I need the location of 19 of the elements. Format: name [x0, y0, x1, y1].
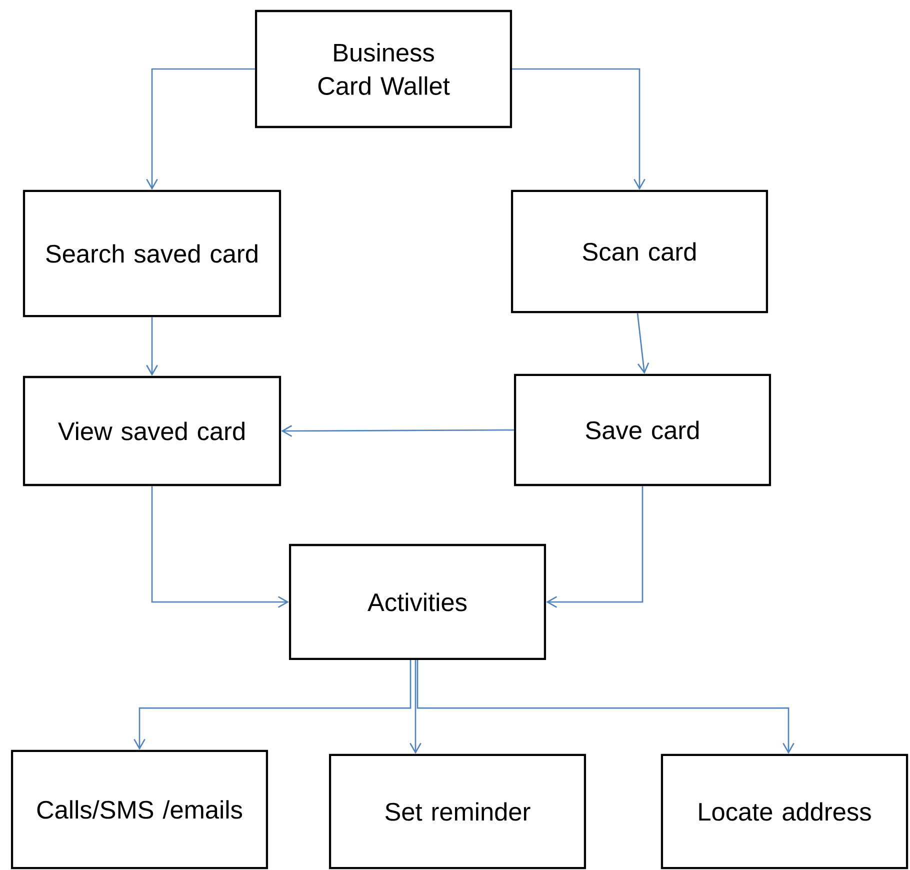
arrow: [146, 68, 255, 190]
arrow: [512, 68, 646, 190]
process-box: View saved card: [22, 376, 282, 486]
arrow: [416, 660, 794, 754]
process-box: Set reminder: [328, 754, 586, 870]
process-box: Activities: [288, 544, 546, 660]
arrow: [146, 317, 158, 376]
arrow: [636, 313, 650, 374]
arrow: [546, 486, 644, 608]
process-box: Save card: [514, 374, 772, 486]
process-box: Locate address: [660, 754, 908, 870]
arrow: [281, 425, 514, 437]
arrow: [410, 660, 422, 754]
process-box: Search saved card: [22, 190, 282, 318]
arrow: [151, 486, 289, 608]
process-box: Scan card: [510, 190, 768, 314]
process-box: Calls/SMS /emails: [10, 750, 268, 870]
arrow: [134, 660, 412, 750]
process-box: Business Card Wallet: [254, 10, 512, 128]
